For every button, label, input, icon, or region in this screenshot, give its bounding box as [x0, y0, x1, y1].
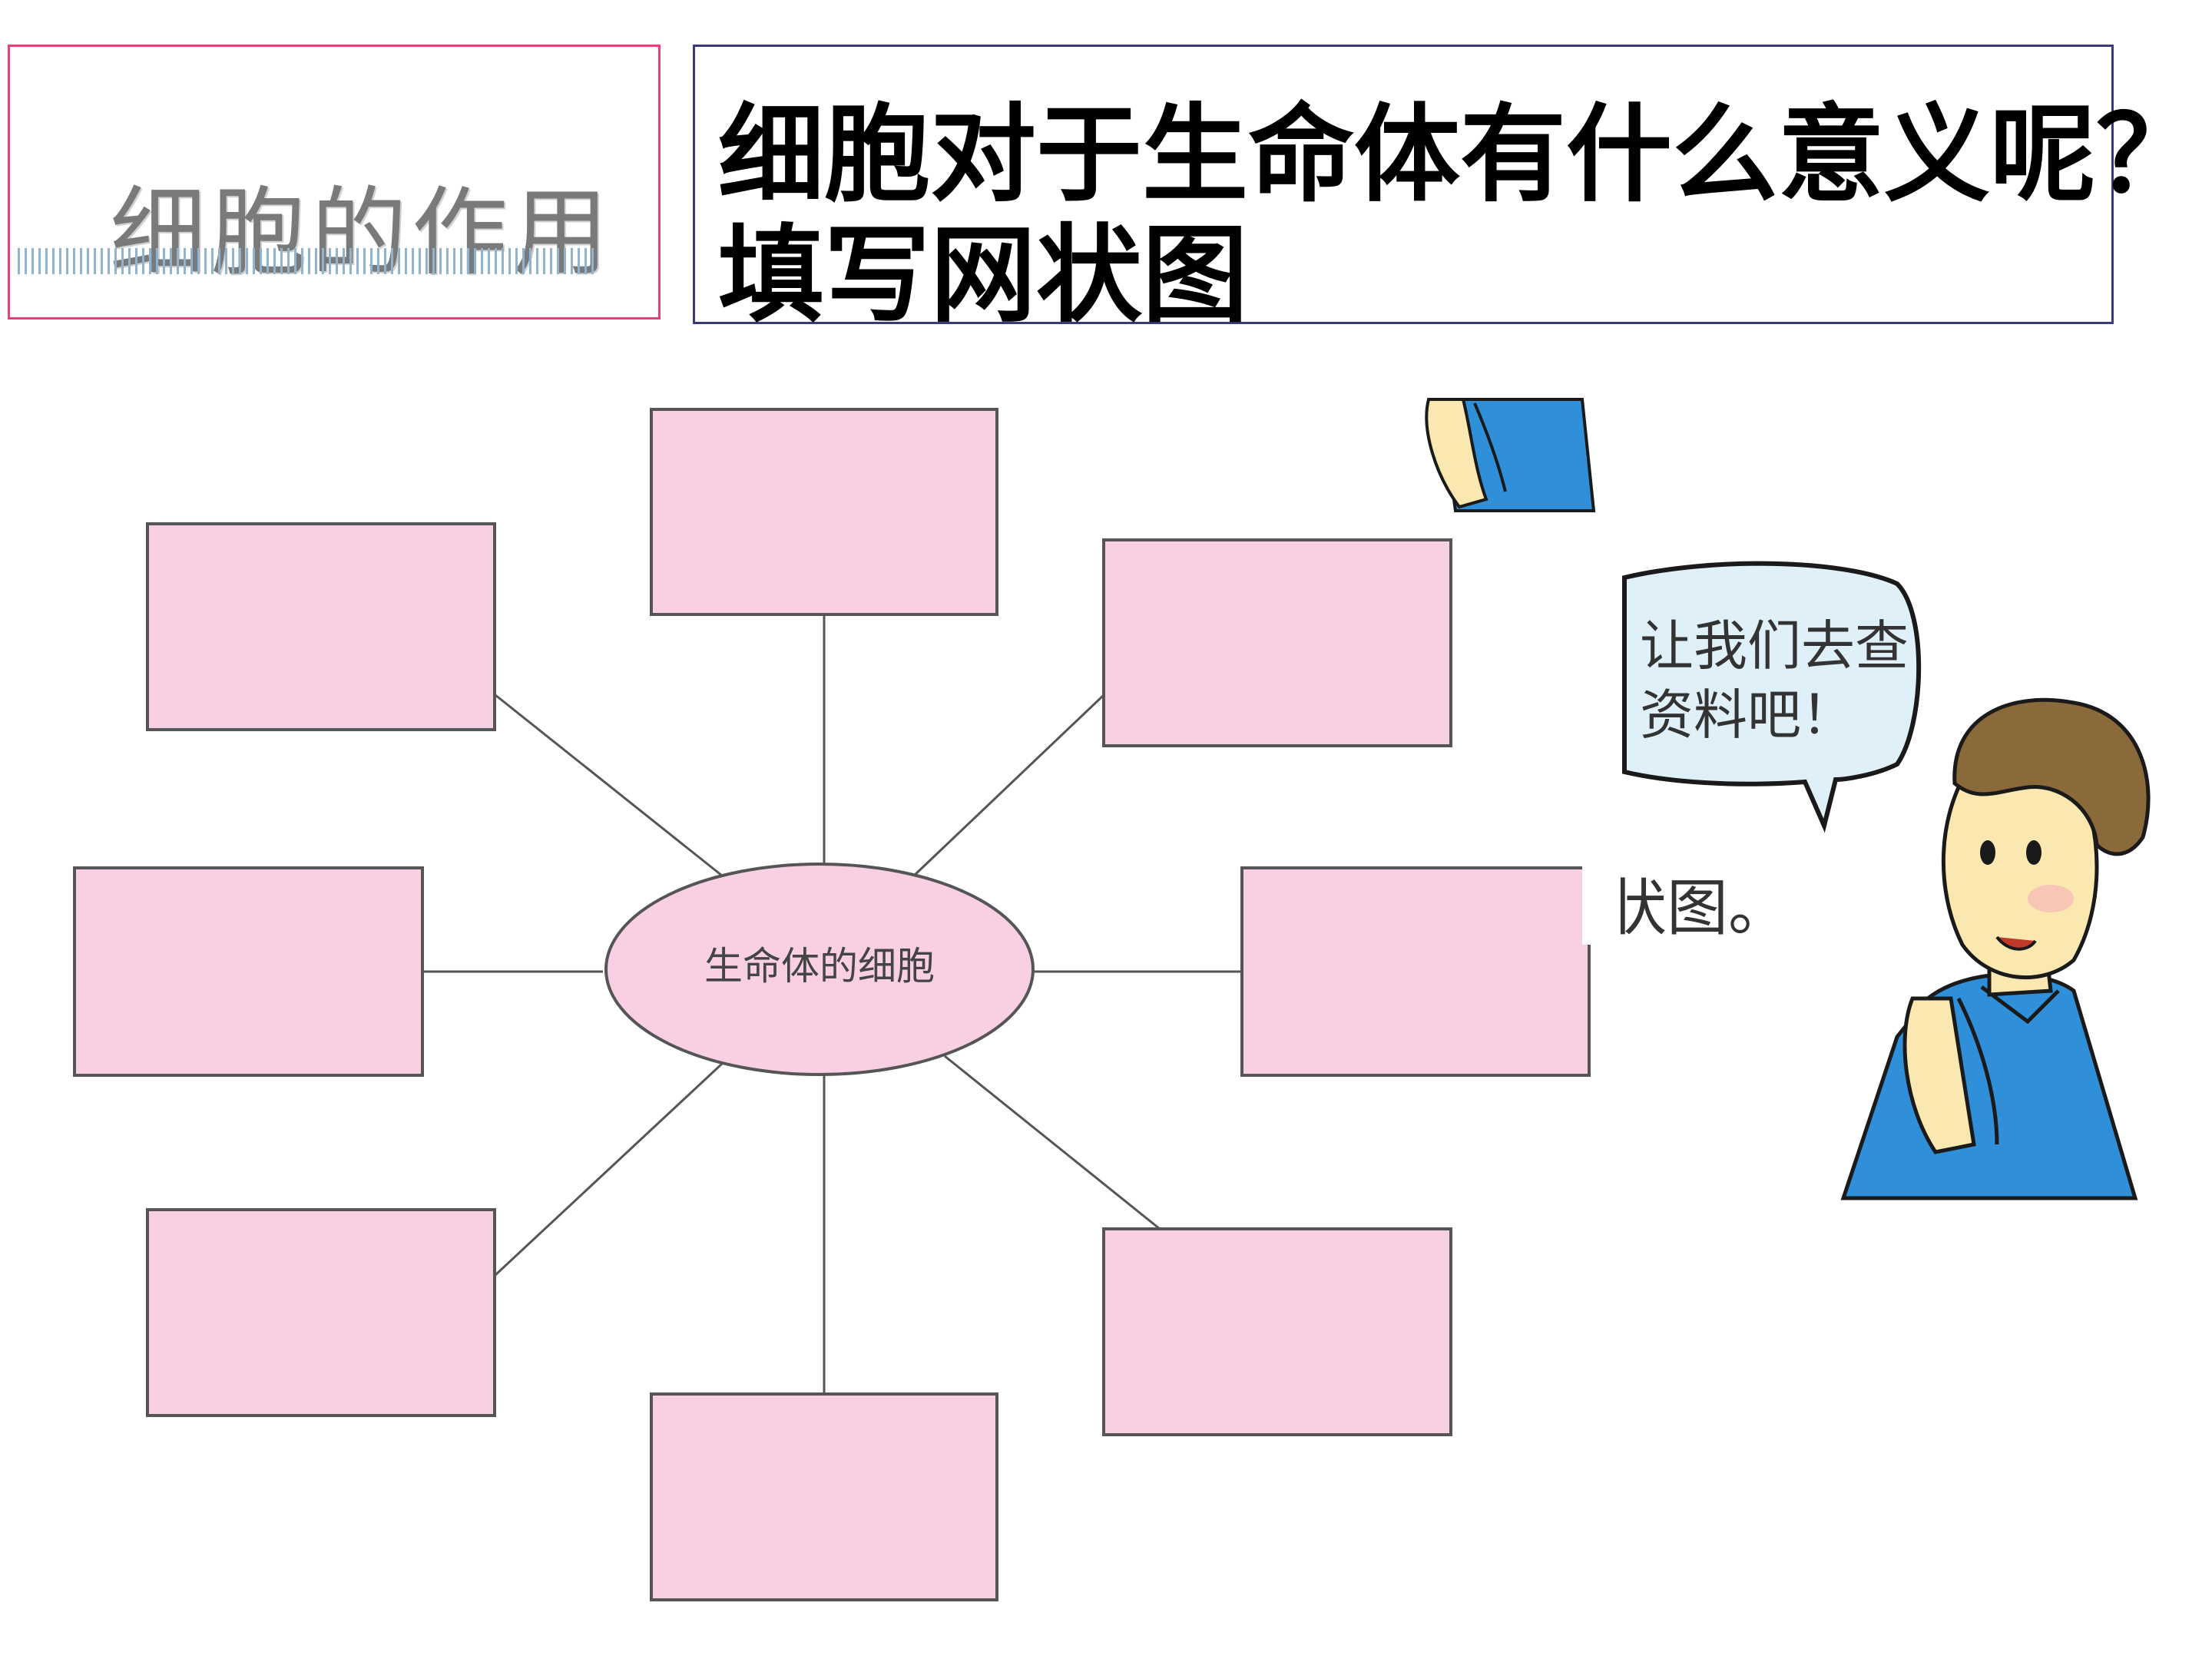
box-bottom-left[interactable] — [146, 1208, 496, 1417]
connector-bottom-right — [944, 1055, 1161, 1230]
speech-line-1: 让我们去查 — [1640, 614, 1909, 677]
box-top-right[interactable] — [1102, 538, 1452, 747]
box-bottom[interactable] — [650, 1392, 998, 1601]
connector-bottom-left — [494, 1062, 724, 1277]
center-label: 生命体的细胞 — [704, 944, 935, 988]
center-ellipse — [604, 863, 1035, 1076]
connector-lines — [422, 614, 1242, 1394]
title-decorative-stripes — [18, 248, 594, 274]
box-top-left[interactable] — [146, 522, 496, 731]
hair-icon — [1952, 697, 2151, 856]
empty-boxes — [73, 408, 1591, 1601]
box-top[interactable] — [650, 408, 998, 616]
cartoon-character-top — [1425, 398, 1596, 512]
speech-bubble: 让我们去查 资料吧！ — [1622, 561, 1922, 833]
question-line-2: 填写网状图 — [718, 214, 1249, 337]
hand-icon — [1425, 398, 1488, 509]
question-panel: 细胞对于生命体有什么意义呢？ 填写网状图 — [693, 45, 2202, 337]
connector-top-right — [912, 694, 1105, 877]
partial-text: 状图。 — [1605, 873, 1790, 944]
box-left[interactable] — [73, 866, 424, 1077]
hands-icon — [1902, 996, 1976, 1154]
connector-top-left — [495, 694, 723, 877]
speech-line-2: 资料吧！ — [1640, 684, 1855, 747]
face-icon — [1941, 758, 2099, 980]
title-panel: 细胞的作用 — [8, 45, 661, 320]
box-bottom-right[interactable] — [1102, 1227, 1452, 1436]
cartoon-boy — [1840, 697, 2151, 1200]
question-line-1: 细胞对于生命体有什么意义呢？ — [718, 93, 2203, 217]
box-right[interactable] — [1240, 866, 1591, 1077]
